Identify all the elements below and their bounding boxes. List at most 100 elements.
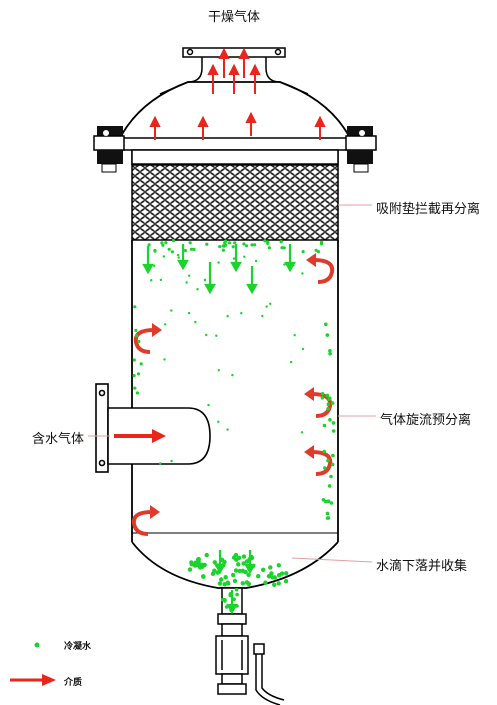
droplet-icon <box>184 249 187 252</box>
droplet-icon <box>234 553 238 557</box>
droplet-icon <box>331 463 335 467</box>
droplet-icon <box>189 241 192 244</box>
droplet-icon <box>134 329 137 332</box>
droplet-icon <box>324 323 328 327</box>
droplet-icon <box>245 244 248 247</box>
droplet-icon <box>301 431 303 433</box>
droplet-icon <box>242 242 245 245</box>
droplet-icon <box>188 567 192 571</box>
label-wet-gas: 含水气体 <box>32 428 84 447</box>
legend <box>10 643 56 687</box>
droplet-icon <box>232 245 235 248</box>
droplet-icon <box>255 260 257 262</box>
droplet-icon <box>154 250 157 253</box>
droplet-icon <box>263 239 266 242</box>
droplet-icon <box>133 374 136 377</box>
label-cyclone: 气体旋流预分离 <box>380 409 471 428</box>
droplet-icon <box>228 241 231 244</box>
legend-medium-label: 介质 <box>64 675 82 688</box>
label-dry-gas: 干燥气体 <box>208 6 260 25</box>
droplet-icon <box>137 340 140 343</box>
inlet-pipe <box>96 384 210 472</box>
droplet-icon <box>326 333 330 337</box>
droplet-icon <box>277 581 281 585</box>
droplet-icon <box>277 563 281 567</box>
droplet-icon <box>323 424 327 428</box>
droplet-icon <box>150 279 152 281</box>
droplet-icon <box>171 250 174 253</box>
droplet-icon <box>205 553 209 557</box>
droplet-icon <box>253 243 256 246</box>
droplet-icon <box>212 569 216 573</box>
legend-condensate-label: 冷凝水 <box>64 639 91 652</box>
body-flange <box>120 138 350 165</box>
droplet-icon <box>185 281 187 283</box>
flange-bolt-icon <box>94 126 124 172</box>
droplet-icon <box>277 573 281 577</box>
droplet-icon <box>256 574 260 578</box>
droplet-icon <box>241 581 245 585</box>
droplet-icon <box>302 348 304 350</box>
droplet-icon <box>233 579 237 583</box>
droplet-icon <box>188 312 190 314</box>
droplet-icon <box>159 462 161 464</box>
droplet-icon <box>226 315 228 317</box>
droplet-icon <box>320 242 323 245</box>
droplet-icon <box>240 312 242 314</box>
droplet-icon <box>321 392 325 396</box>
droplet-icon <box>170 460 172 462</box>
droplet-icon <box>196 288 198 290</box>
droplet-icon <box>224 575 228 579</box>
droplet-icon <box>324 500 328 504</box>
droplet-icon <box>327 397 331 401</box>
droplet-icon <box>160 279 162 281</box>
up-arrow-icon <box>151 50 324 140</box>
droplet-icon <box>170 309 172 311</box>
swirl-arrow-icon <box>306 253 332 282</box>
droplet-icon <box>272 583 276 587</box>
droplet-icon <box>331 454 335 458</box>
droplet-icon <box>261 568 265 572</box>
droplet-icon <box>268 246 271 249</box>
droplet-icon <box>136 391 139 394</box>
droplet-icon <box>269 303 271 305</box>
droplet-icon <box>201 574 205 578</box>
droplet-icon <box>177 254 179 256</box>
droplet-icon <box>194 321 196 323</box>
droplet-icon <box>218 581 222 585</box>
droplet-icon <box>224 240 227 243</box>
droplet-icon <box>294 334 296 336</box>
droplet-icon <box>273 575 277 579</box>
droplet-icon <box>226 428 228 430</box>
droplet-icon <box>328 352 332 356</box>
droplet-icon <box>242 554 246 558</box>
droplet-icon <box>168 248 171 251</box>
droplet-icon <box>326 512 330 516</box>
droplet-icon <box>140 362 143 365</box>
droplet-icon <box>302 250 305 253</box>
droplet-icon <box>261 315 263 317</box>
droplet-icon <box>301 272 303 274</box>
droplet-icon <box>329 475 333 479</box>
droplet-icon <box>236 562 240 566</box>
droplet-icon <box>217 261 219 263</box>
droplet-icon <box>205 334 207 336</box>
label-adsorption-pad: 吸附垫拦截再分离 <box>376 198 480 217</box>
droplet-icon <box>332 429 336 433</box>
droplet-icon <box>284 571 288 575</box>
droplet-icon <box>133 387 136 390</box>
droplet-icon <box>205 243 208 246</box>
droplet-icon <box>137 372 140 375</box>
droplet-icon <box>323 466 327 470</box>
droplet-icon <box>196 557 200 561</box>
droplet-icon <box>280 246 283 249</box>
droplet-icon <box>133 358 136 361</box>
droplet-icon <box>221 598 225 602</box>
droplet-icon <box>190 248 193 251</box>
droplet-icon <box>235 593 239 597</box>
droplet-icon <box>222 249 225 252</box>
droplet-icon <box>172 239 175 242</box>
swirl-arrow-icon <box>304 445 330 474</box>
droplet-icon <box>207 404 209 406</box>
